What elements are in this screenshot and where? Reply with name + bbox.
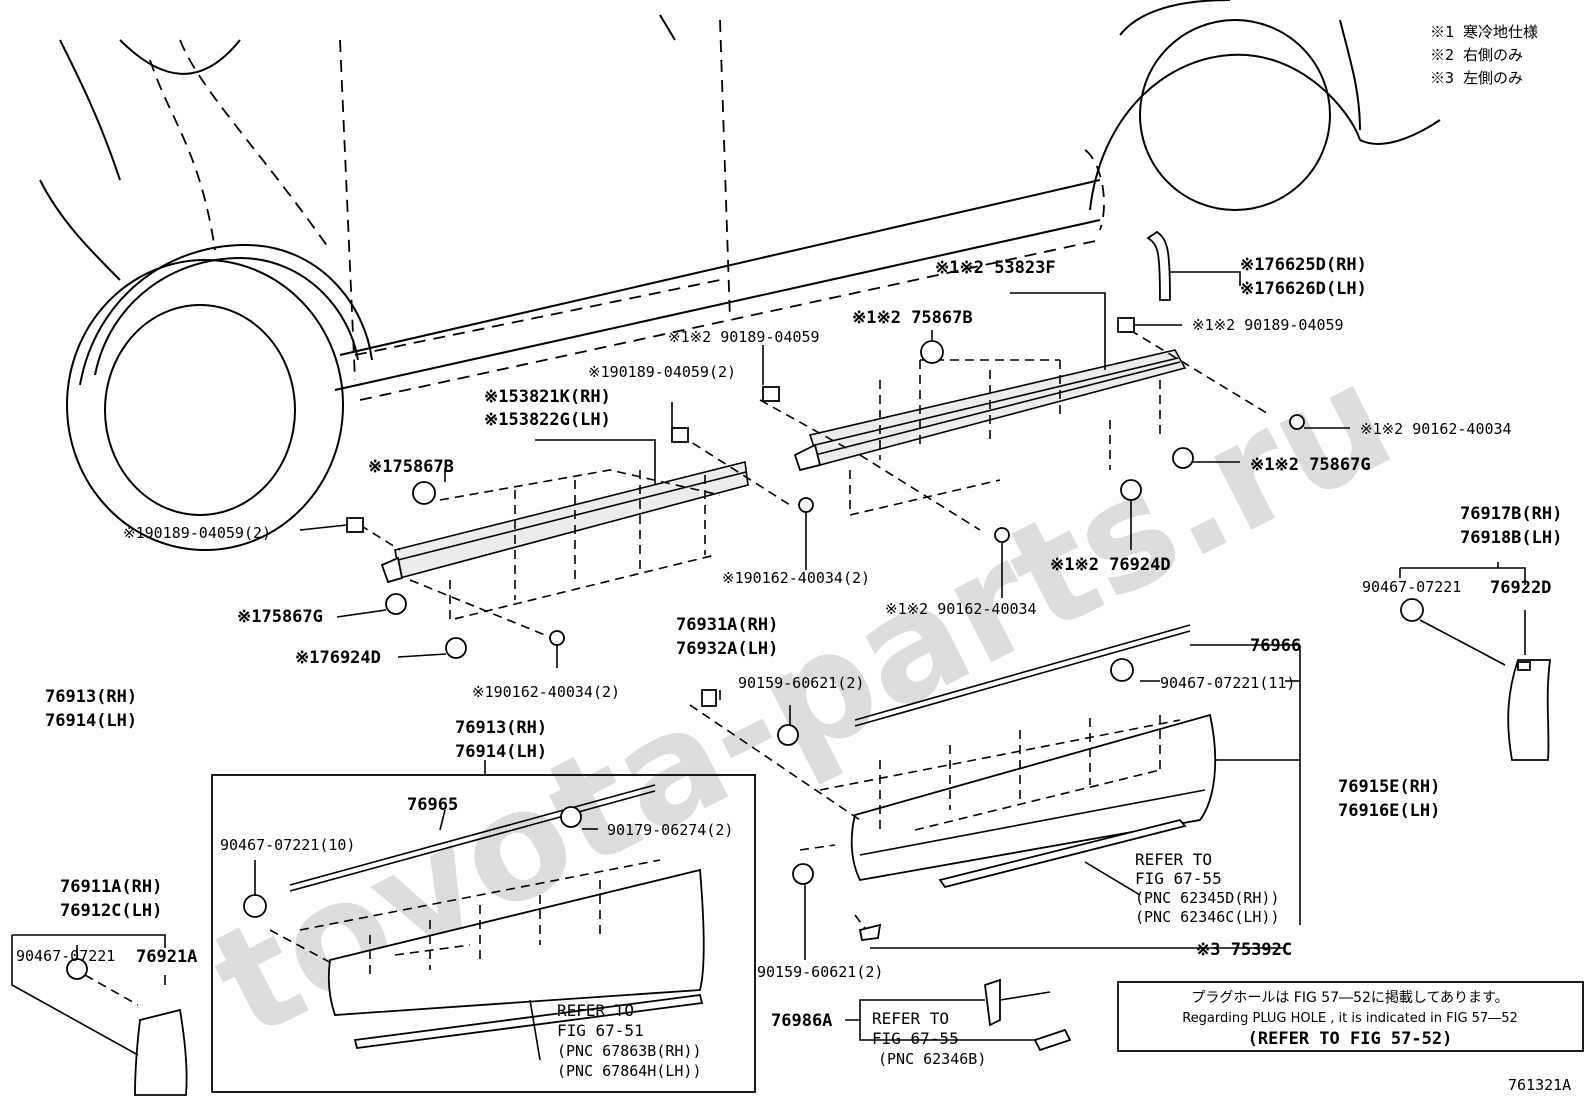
mudflap-rear — [1507, 659, 1552, 761]
label-76913-b: 76913(RH) — [455, 718, 547, 738]
rocker-moulding-76915e — [850, 713, 1217, 889]
inset-box — [211, 774, 756, 1093]
label-76965: 76965 — [407, 795, 458, 815]
label-76913-a: 76913(RH) — [45, 687, 137, 707]
notes-legend: ※1 寒冷地仕様 ※2 右側のみ ※3 左側のみ — [1430, 23, 1538, 87]
projection-lines-center — [759, 329, 1271, 531]
ref2-line2: FIG 67-51 — [557, 1021, 644, 1040]
projection-lines-left — [359, 434, 791, 636]
projection-lines-inset — [269, 859, 661, 975]
label-76914-a: 76914(LH) — [45, 711, 137, 731]
label-90467-10: 90467-07221(10) — [220, 836, 355, 854]
ref3-line2: FIG 67-55 — [872, 1029, 959, 1048]
plug-note-jp: プラグホールは FIG 57―52に掲載してあります。 — [1191, 990, 1508, 1006]
label-76986a: 76986A — [771, 1011, 832, 1031]
leader-lines — [11, 271, 1526, 1061]
label-76917b: 76917B(RH) — [1460, 504, 1562, 524]
ref1-line4: (PNC 62346C(LH)) — [1135, 908, 1280, 926]
ref1-line2: FIG 67-55 — [1135, 869, 1222, 888]
label-76924d-left: ※176924D — [295, 648, 381, 668]
ref2-line1: REFER TO — [557, 1001, 634, 1020]
note-2: ※2 右側のみ — [1430, 46, 1523, 64]
label-90179: 90179-06274(2) — [607, 821, 733, 839]
ref2-line4: (PNC 67864H(LH)) — [557, 1062, 702, 1080]
label-53823f: ※1※2 53823F — [935, 258, 1056, 278]
label-90162-right-1: ※1※2 90162-40034 — [1360, 420, 1512, 438]
note-1: ※1 寒冷地仕様 — [1430, 23, 1538, 41]
label-90162-right-2: ※1※2 90162-40034 — [885, 600, 1037, 618]
label-53822g: ※153822G(LH) — [484, 410, 611, 430]
part-labels: ※176625D(RH) ※176626D(LH) ※1※2 53823F ※1… — [16, 255, 1571, 1094]
label-76912c: 76912C(LH) — [60, 901, 162, 921]
label-90189-top-right: ※1※2 90189-04059 — [1192, 316, 1344, 334]
label-90467-front-left: 90467-07221 — [16, 947, 115, 965]
label-76924d-right: ※1※2 76924D — [1050, 555, 1171, 575]
bracket-76986a — [984, 978, 1072, 1052]
label-53821k: ※153821K(RH) — [484, 387, 611, 407]
label-90162-left-2: ※190162-40034(2) — [472, 683, 620, 701]
label-75867g-right: ※1※2 75867G — [1250, 455, 1371, 475]
projection-lines-right-moulding — [689, 704, 1181, 936]
label-75867b-right: ※1※2 75867B — [852, 308, 973, 328]
plug-note-ref: (REFER TO FIG 57-52) — [1248, 1029, 1453, 1049]
note-3: ※3 左側のみ — [1430, 69, 1523, 87]
car-body-outline — [39, 0, 1441, 551]
moulding-strip-76966 — [854, 624, 1191, 721]
label-90467-11: 90467-07221(11) — [1160, 674, 1295, 692]
label-76914-b: 76914(LH) — [455, 742, 547, 762]
label-76915e: 76915E(RH) — [1338, 777, 1440, 797]
label-76921a: 76921A — [136, 947, 197, 967]
label-90162-center-2: ※190162-40034(2) — [722, 569, 870, 587]
sill-trim-53821k — [380, 461, 749, 584]
label-76916e: 76916E(LH) — [1338, 801, 1440, 821]
label-90159-top: 90159-60621(2) — [738, 674, 864, 692]
rocker-moulding-76913 — [327, 868, 705, 1049]
label-76625d: ※176625D(RH) — [1240, 255, 1367, 275]
plug-hole-note: プラグホールは FIG 57―52に掲載してあります。 Regarding PL… — [1117, 981, 1584, 1052]
label-90189-top-center: ※1※2 90189-04059 — [668, 328, 820, 346]
ref1-line3: (PNC 62345D(RH)) — [1135, 889, 1280, 907]
fastener-clips — [66, 230, 1424, 980]
label-90189-left-2: ※190189-04059(2) — [123, 524, 271, 542]
ref1-line1: REFER TO — [1135, 850, 1212, 869]
label-75867b-left: ※175867B — [368, 457, 454, 477]
label-90467-rear-right: 90467-07221 — [1362, 578, 1461, 596]
label-76932a: 76932A(LH) — [676, 639, 778, 659]
label-90159-bottom: 90159-60621(2) — [757, 963, 883, 981]
label-76966: 76966 — [1250, 636, 1301, 656]
ref3-line1: REFER TO — [872, 1009, 949, 1028]
plug-note-en: Regarding PLUG HOLE , it is indicated in… — [1182, 1011, 1518, 1026]
moulding-strip-76965 — [289, 784, 656, 886]
sill-trim-53823f — [793, 349, 1187, 472]
label-76922d: 76922D — [1490, 578, 1551, 598]
figure-id: 761321A — [1508, 1076, 1571, 1094]
label-76626d: ※176626D(LH) — [1240, 279, 1367, 299]
ref2-line3: (PNC 67863B(RH)) — [557, 1042, 702, 1060]
ref3-line3: (PNC 62346B) — [878, 1050, 986, 1068]
label-75392c: ※3 75392C — [1196, 940, 1292, 960]
label-90189-center-2: ※190189-04059(2) — [588, 363, 736, 381]
label-76918b: 76918B(LH) — [1460, 528, 1562, 548]
label-75867g-left: ※175867G — [237, 607, 323, 627]
label-76931a: 76931A(RH) — [676, 615, 778, 635]
mudflap-front — [134, 1008, 188, 1096]
label-76911a: 76911A(RH) — [60, 877, 162, 897]
